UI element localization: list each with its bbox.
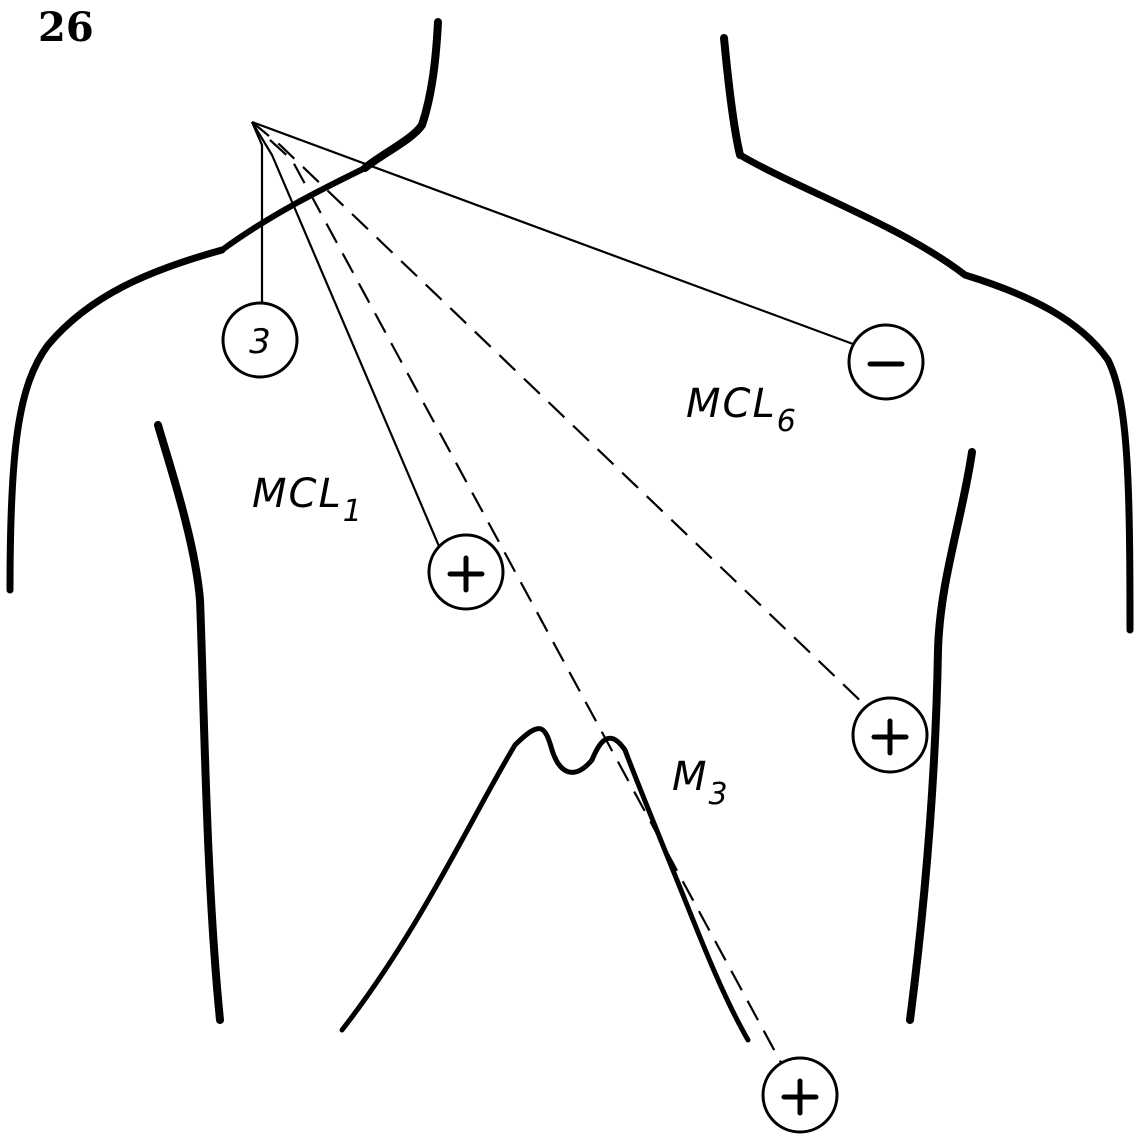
positive-electrode-m3 [761,1056,839,1134]
clavicle-left [219,165,368,253]
shoulder-right [736,151,1134,634]
ground-electrode-label: 3 [249,322,271,362]
lead-wires [250,120,871,1071]
plus-icon [447,555,485,593]
positive-electrode-mcl6 [851,696,929,774]
lead-label-mcl6: MCL6 [686,381,798,439]
rib-cage-outline [339,726,751,1043]
negative-wire [251,120,854,346]
neck-right [720,34,744,159]
mcl6-wire [251,121,871,711]
arm-inner-left [154,421,224,1024]
plus-icon [781,1078,819,1116]
neck-left [361,18,442,172]
plus-icon [871,718,909,756]
lead-label-m3: M3 [672,754,730,812]
mcl1-wire [251,121,449,566]
ground-wire [250,121,264,303]
negative-electrode [847,323,925,401]
ground-electrode: 3 [221,301,299,379]
m3-wire [269,139,786,1071]
arm-inner-right [906,448,976,1024]
lead-label-mcl1: MCL1 [252,471,364,529]
shoulder-left [6,246,226,594]
positive-electrode-mcl1 [427,533,505,611]
figure-number: 26 [38,4,94,51]
torso-outline [6,18,1134,1043]
